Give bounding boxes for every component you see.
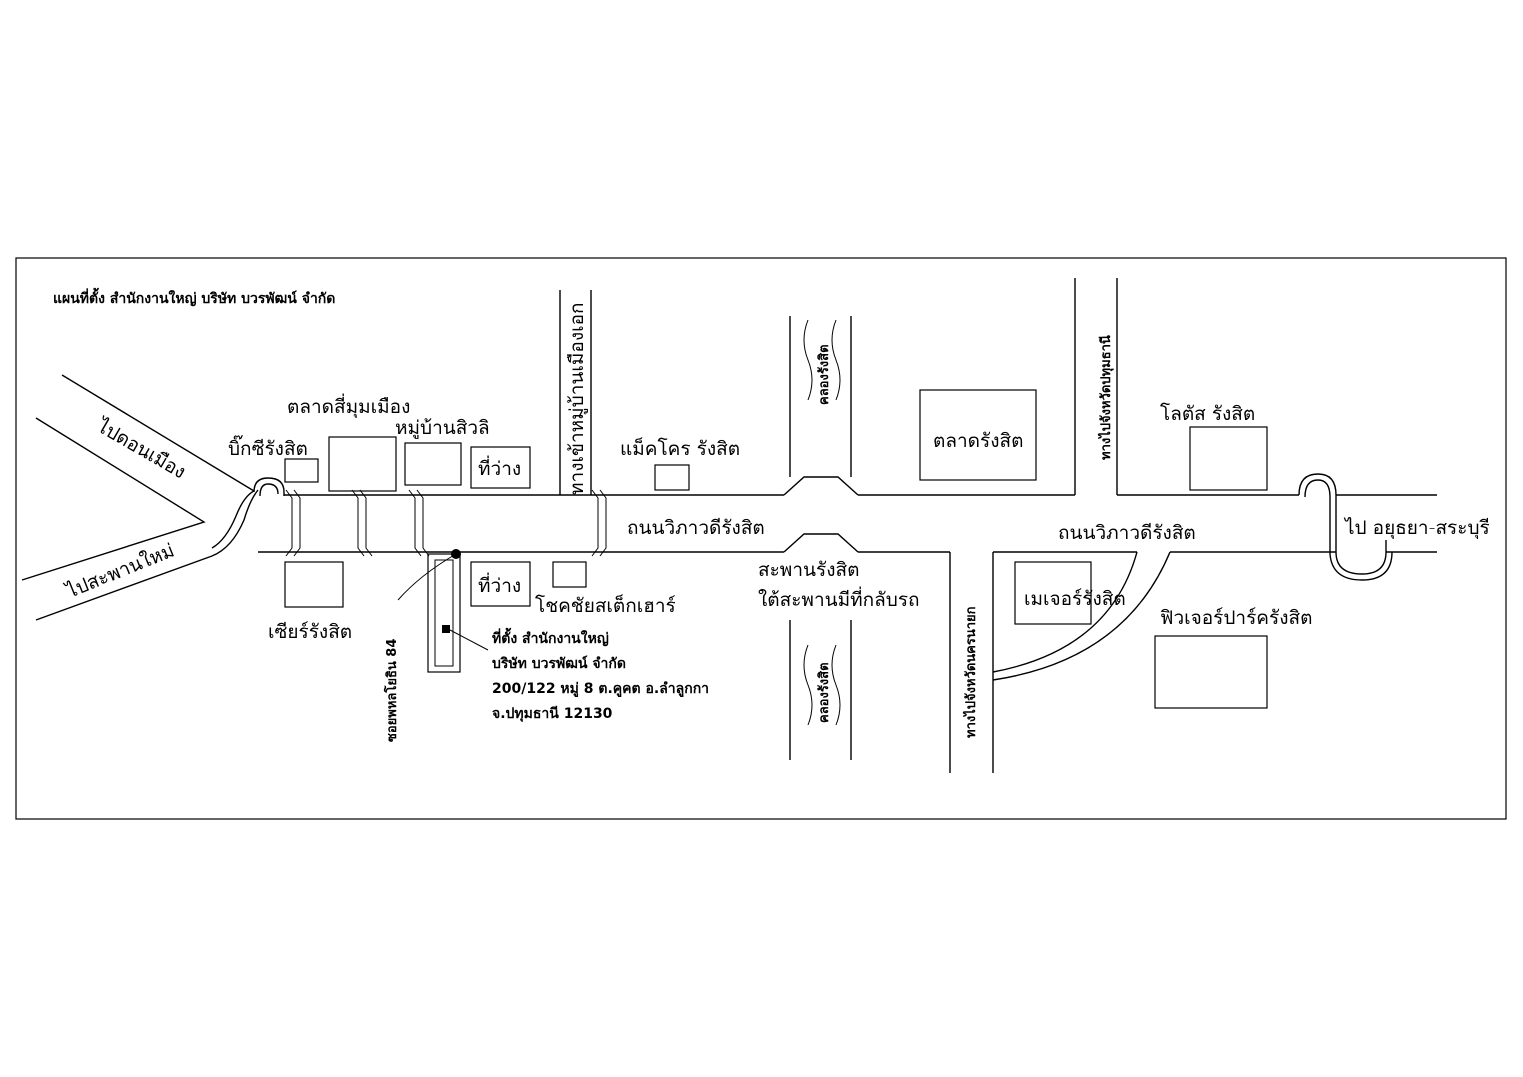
label-big-c: บิ๊กซีรังสิต — [228, 435, 308, 460]
buildings — [284, 389, 1268, 709]
address-line-3: 200/122 หมู่ 8 ต.คูคต อ.ลำลูกกา — [492, 681, 709, 697]
label-vacant-south: ที่ว่าง — [478, 572, 521, 597]
major-building — [1014, 561, 1092, 625]
vertical-roads — [559, 278, 1171, 773]
map-title: แผนที่ตั้ง สำนักงานใหญ่ บริษัท บวรพัฒน์ … — [53, 287, 335, 307]
label-chokchai: โชคชัยสเต็กเฮาร์ — [535, 593, 676, 617]
label-talad-rangsit: ตลาดรังสิต — [933, 430, 1023, 452]
office-address: ที่ตั้ง สำนักงานใหญ่ บริษัท บวรพัฒน์ จำก… — [492, 627, 709, 722]
label-makro: แม็คโคร รังสิต — [620, 436, 740, 460]
address-line-4: จ.ปทุมธานี 12130 — [492, 706, 613, 722]
diagonal-roads — [21, 374, 259, 621]
label-under-bridge-uturn: ใต้สะพานมีที่กลับรถ — [758, 586, 920, 611]
label-to-pathum-thani: ทางไปจังหวัดปทุมธานี — [1097, 335, 1114, 460]
address-line-2: บริษัท บวรพัฒน์ จำกัด — [492, 655, 626, 672]
vacant-south-building — [470, 561, 531, 607]
seer-building — [284, 561, 344, 608]
label-khlong-north: คลองรังสิต — [817, 344, 832, 405]
talad-rangsit-building — [919, 389, 1037, 481]
label-future-park: ฟิวเจอร์ปาร์ครังสิต — [1160, 607, 1312, 629]
label-road-vibhavadi-west: ถนนวิภาวดีรังสิต — [627, 517, 765, 539]
label-to-don-mueang: ไปดอนเมือง — [92, 414, 190, 483]
office-building-marker — [442, 625, 450, 633]
label-saphan-rangsit: สะพานรังสิต — [758, 559, 859, 581]
label-talad-si-mum-mueang: ตลาดสี่มุมเมือง — [287, 393, 410, 419]
chokchai-building — [552, 561, 587, 588]
big-c-building — [284, 458, 319, 483]
labels: ไปดอนเมือง ไปสะพานใหม่ บิ๊กซีรังสิต ตลาด… — [62, 302, 1490, 742]
label-lotus: โลตัส รังสิต — [1160, 402, 1255, 425]
highway-vibhavadi — [258, 476, 1437, 553]
label-seer: เซียร์รังสิต — [268, 621, 352, 643]
mooban-siwali-building — [404, 442, 462, 486]
vacant-north-building — [470, 446, 531, 489]
label-to-ayutthaya: ไป อยุธยา-สระบุรี — [1343, 517, 1490, 540]
soi-phahonyothin-84 — [397, 549, 489, 673]
label-to-nakhon-nayok: ทางไปจังหวัดนครนายก — [962, 606, 979, 738]
lotus-building — [1189, 426, 1268, 491]
address-line-1: ที่ตั้ง สำนักงานใหญ่ — [492, 627, 609, 647]
label-vacant-north: ที่ว่าง — [478, 455, 521, 480]
uturn-loop-right — [1298, 473, 1393, 581]
talad-si-mum-mueang-building — [328, 436, 397, 492]
uturn-loop-left — [253, 477, 285, 497]
makro-building — [654, 464, 690, 491]
future-park-building — [1154, 635, 1268, 709]
small-bridges — [285, 489, 607, 557]
label-to-mooban-mueang-ake: ทางเข้าหมู่บ้านเมืองเอก — [566, 302, 588, 495]
khlong-wave-symbols — [803, 319, 841, 726]
label-khlong-south: คลองรังสิต — [817, 662, 832, 723]
label-soi-phahonyothin: ซอยพหลโยธิน 84 — [383, 639, 400, 742]
label-road-vibhavadi-east: ถนนวิภาวดีรังสิต — [1058, 522, 1196, 544]
map-frame — [15, 257, 1507, 820]
label-mooban-siwali: หมู่บ้านสิวลิ — [395, 417, 490, 439]
label-major: เมเจอร์รังสิต — [1024, 588, 1126, 610]
